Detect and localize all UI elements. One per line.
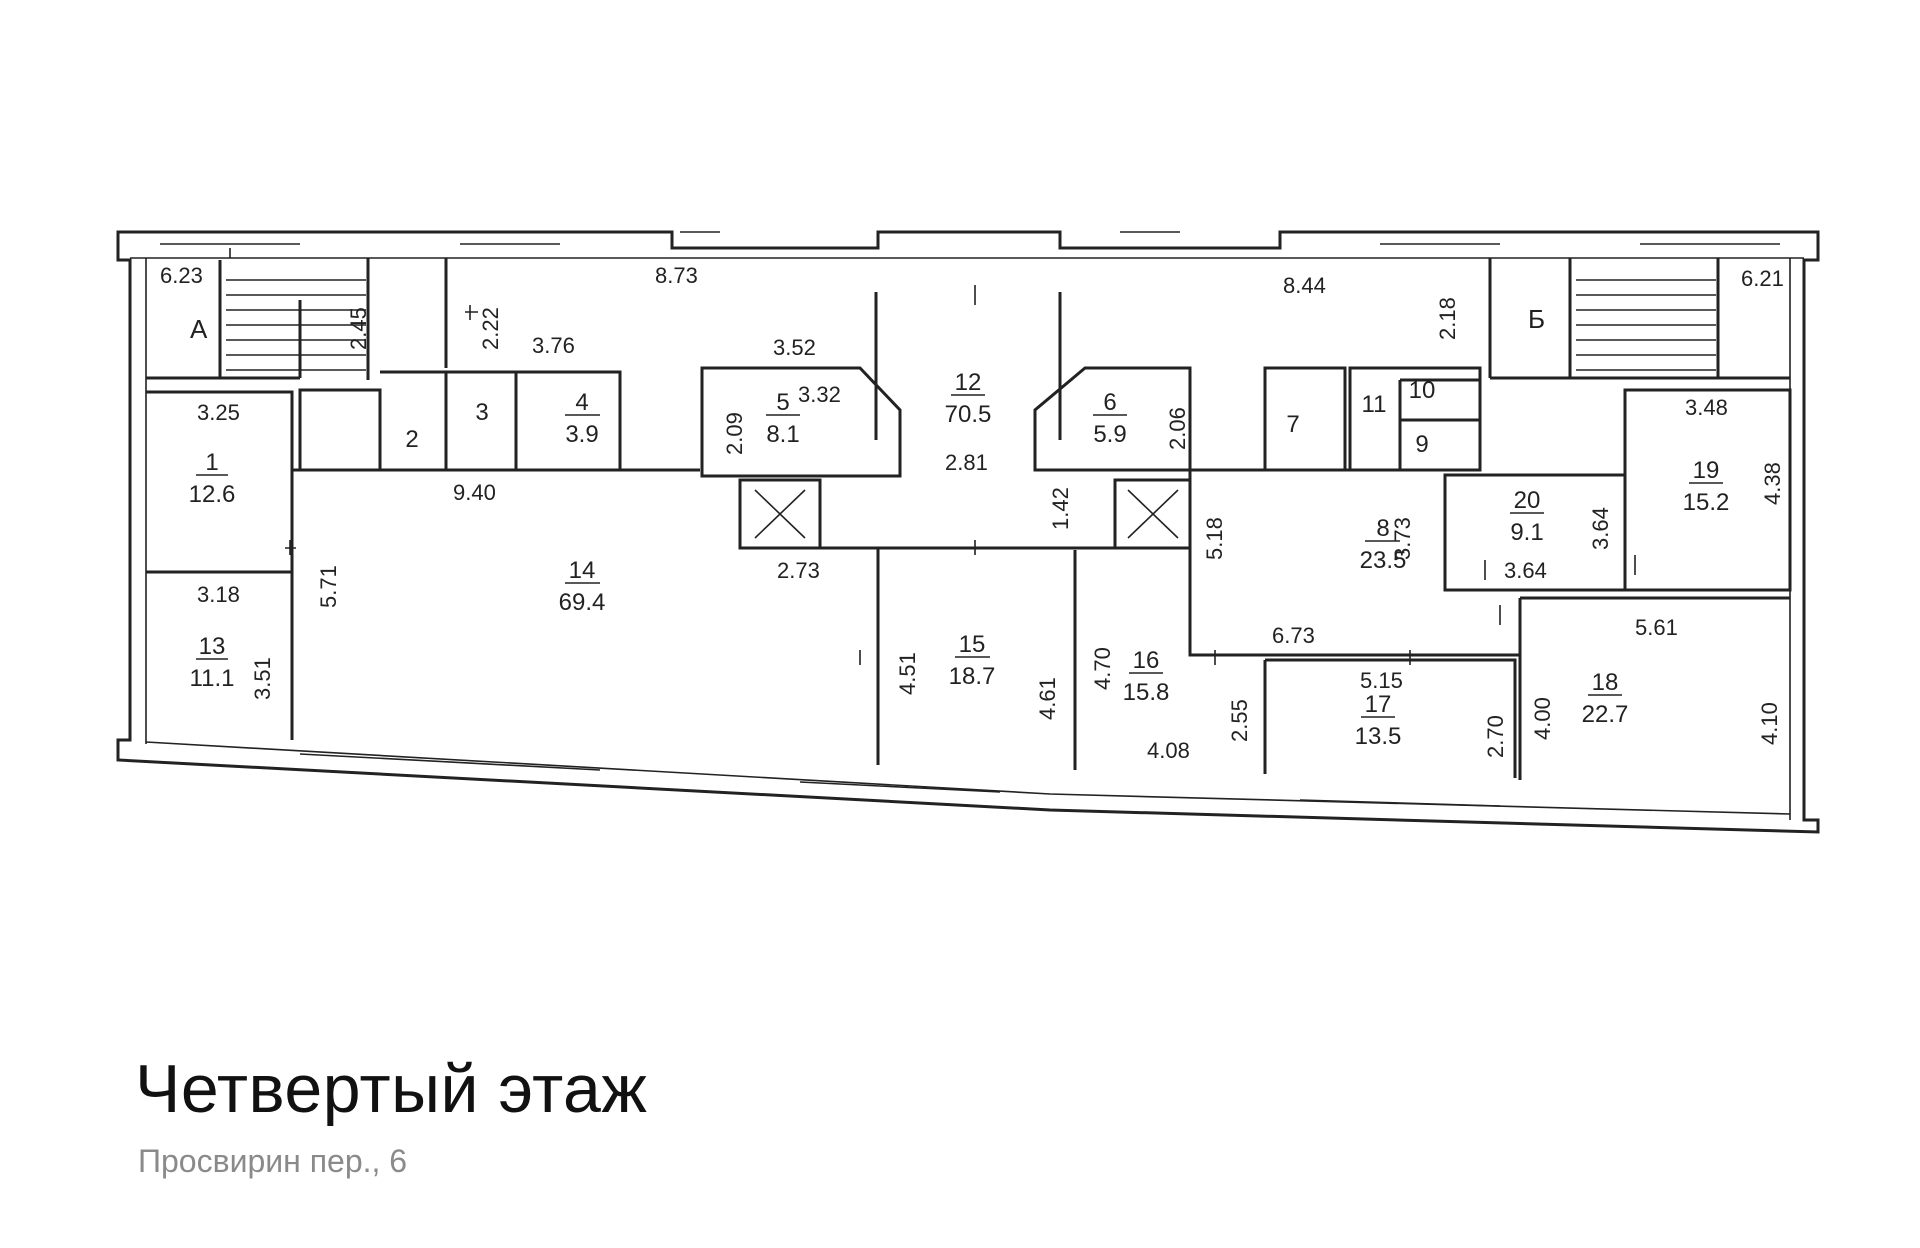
dimension-label: 2.18 bbox=[1435, 297, 1460, 340]
page-title: Четвертый этаж bbox=[135, 1051, 648, 1127]
dimension-label: 2.06 bbox=[1165, 407, 1190, 450]
page-subtitle: Просвирин пер., 6 bbox=[138, 1143, 408, 1179]
interior-walls bbox=[146, 258, 1792, 780]
room-number: 7 bbox=[1286, 411, 1299, 438]
dimension-label: 4.38 bbox=[1760, 462, 1785, 505]
room-number: 19 bbox=[1693, 457, 1720, 484]
room-number: 17 bbox=[1365, 691, 1392, 718]
room-number: 15 bbox=[959, 631, 986, 658]
dimension-label: 8.44 bbox=[1283, 273, 1326, 298]
room-numbers: 1 2 3 4 5 6 7 8 9 10 11 12 13 14 15 16 1… bbox=[199, 369, 1720, 718]
dimension-label: 1.42 bbox=[1048, 487, 1073, 530]
dimension-label: 4.00 bbox=[1530, 697, 1555, 740]
room-area: 15.8 bbox=[1123, 679, 1170, 706]
room-number: 16 bbox=[1133, 647, 1160, 674]
dimension-label: 5.15 bbox=[1360, 668, 1403, 693]
room-area: 18.7 bbox=[949, 663, 996, 690]
room-number: 14 bbox=[569, 557, 596, 584]
room-area: 23.5 bbox=[1360, 547, 1407, 574]
room-number: 5 bbox=[776, 389, 789, 416]
dimension-label: 3.73 bbox=[1390, 517, 1415, 560]
dimension-label: 4.51 bbox=[895, 652, 920, 695]
dimension-label: 2.55 bbox=[1227, 699, 1252, 742]
room-area: 9.1 bbox=[1510, 519, 1543, 546]
dimension-label: 2.45 bbox=[346, 307, 371, 350]
dimension-label: 3.48 bbox=[1685, 395, 1728, 420]
dimension-label: 4.10 bbox=[1757, 702, 1782, 745]
room-number: 4 bbox=[575, 389, 588, 416]
stair-label-a: А bbox=[190, 314, 208, 344]
room-area: 15.2 bbox=[1683, 489, 1730, 516]
room-number: 13 bbox=[199, 633, 226, 660]
dimension-label: 9.40 bbox=[453, 480, 496, 505]
room-area: 8.1 bbox=[766, 421, 799, 448]
dimension-label: 4.70 bbox=[1090, 647, 1115, 690]
stair-label-b: Б bbox=[1528, 304, 1545, 334]
room-number: 9 bbox=[1415, 431, 1428, 458]
dimension-labels: 6.23 2.45 2.22 8.73 3.76 3.52 3.32 2.09 … bbox=[160, 263, 1785, 763]
room-area: 11.1 bbox=[190, 665, 235, 692]
dimension-label: 3.64 bbox=[1588, 507, 1613, 550]
room-number: 3 bbox=[475, 399, 488, 426]
room-area: 5.9 bbox=[1093, 421, 1126, 448]
outer-walls bbox=[116, 230, 1820, 834]
dimension-label: 5.61 bbox=[1635, 615, 1678, 640]
door-markers bbox=[285, 285, 1636, 665]
dimension-label: 2.22 bbox=[478, 307, 503, 350]
dimension-label: 6.73 bbox=[1272, 623, 1315, 648]
room-area: 3.9 bbox=[565, 421, 598, 448]
room-number: 18 bbox=[1592, 669, 1619, 696]
room-area: 13.5 bbox=[1355, 723, 1402, 750]
room-number: 20 bbox=[1514, 487, 1541, 514]
dimension-label: 3.25 bbox=[197, 400, 240, 425]
dimension-label: 2.09 bbox=[722, 412, 747, 455]
dimension-label: 6.21 bbox=[1741, 266, 1784, 291]
dimension-label: 3.32 bbox=[798, 382, 841, 407]
fraction-lines bbox=[196, 394, 1723, 718]
dimension-label: 3.52 bbox=[773, 335, 816, 360]
dimension-label: 3.51 bbox=[250, 657, 275, 700]
dimension-label: 4.61 bbox=[1035, 677, 1060, 720]
room-number: 2 bbox=[405, 426, 418, 453]
room-number: 12 bbox=[955, 369, 982, 396]
room-areas: 12.6 3.9 8.1 5.9 23.5 70.5 11.1 69.4 18.… bbox=[189, 401, 1730, 750]
dimension-label: 3.76 bbox=[532, 333, 575, 358]
room-area: 12.6 bbox=[189, 481, 236, 508]
dimension-label: 2.70 bbox=[1483, 715, 1508, 758]
room-number: 8 bbox=[1376, 515, 1389, 542]
dimension-label: 3.64 bbox=[1504, 558, 1547, 583]
dimension-label: 4.08 bbox=[1147, 738, 1190, 763]
room-number: 10 bbox=[1409, 377, 1436, 404]
dimension-label: 8.73 bbox=[655, 263, 698, 288]
dimension-label: 5.71 bbox=[316, 565, 341, 608]
dimension-label: 6.23 bbox=[160, 263, 203, 288]
room-number: 1 bbox=[205, 449, 218, 476]
dimension-label: 2.81 bbox=[945, 450, 988, 475]
dimension-label: 2.73 bbox=[777, 558, 820, 583]
room-number: 11 bbox=[1362, 391, 1387, 418]
dimension-label: 3.18 bbox=[197, 582, 240, 607]
room-area: 22.7 bbox=[1582, 701, 1629, 728]
room-area: 70.5 bbox=[945, 401, 992, 428]
dimension-label: 5.18 bbox=[1202, 517, 1227, 560]
room-area: 69.4 bbox=[559, 589, 606, 616]
room-number: 6 bbox=[1103, 389, 1116, 416]
